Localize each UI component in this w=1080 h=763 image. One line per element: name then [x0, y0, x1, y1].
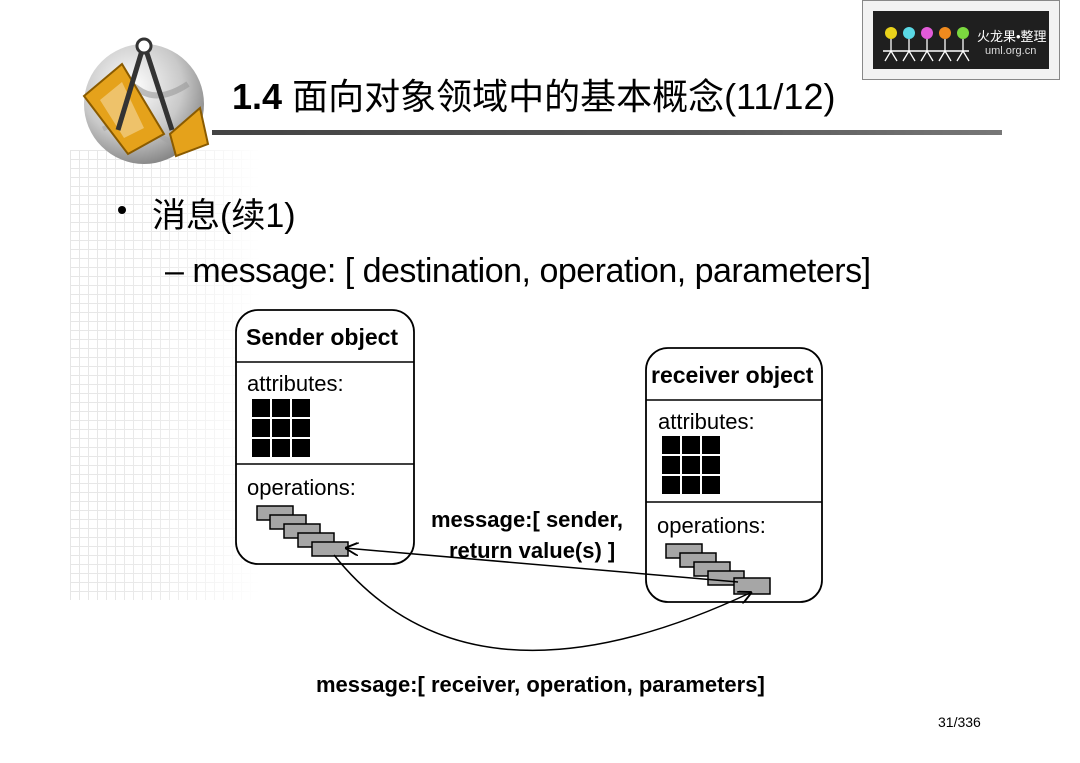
logo-box: 火龙果•整理 uml.org.cn: [862, 0, 1060, 80]
background-grid-fade: [70, 150, 260, 600]
receiver-attributes-label: attributes:: [658, 409, 755, 434]
people-logo-icon: [883, 27, 970, 62]
logo-panel: 火龙果•整理 uml.org.cn: [873, 11, 1049, 69]
bullet-dot: [118, 206, 126, 214]
logo-url-text: uml.org.cn: [985, 45, 1037, 57]
receiver-operations-stack: [665, 543, 771, 595]
sender-attributes-label: attributes:: [247, 371, 344, 396]
page-number: 31/336: [938, 714, 981, 730]
receiver-operations-label: operations:: [657, 513, 766, 538]
sender-attributes-grid: [252, 399, 310, 457]
sender-operations-stack: [256, 505, 349, 557]
sender-operations-label: operations:: [247, 475, 356, 500]
sender-object: Sender object attributes: operations:: [235, 309, 415, 565]
slide-title: 1.4 面向对象领域中的基本概念(11/12): [232, 68, 835, 120]
title-rule: [212, 130, 1002, 135]
receiver-attributes-grid: [662, 436, 720, 494]
sender-title: Sender object: [246, 324, 398, 350]
title-text: 面向对象领域中的基本概念(11/12): [292, 76, 836, 117]
bullet-text: 消息(续1): [152, 197, 296, 235]
logo-cn-text: 火龙果•整理: [977, 29, 1047, 44]
sub-bullet-text: – message: [ destination, operation, par…: [165, 252, 871, 290]
return-message-arrow: [345, 548, 739, 583]
title-number: 1.4: [232, 76, 283, 117]
receiver-object: receiver object attributes: operations:: [645, 347, 823, 603]
send-message-label: message:[ receiver, operation, parameter…: [316, 672, 765, 697]
return-message-label-line1: message:[ sender,: [431, 507, 623, 532]
receiver-title: receiver object: [651, 362, 814, 388]
send-message-arrow: [333, 554, 752, 652]
return-message-label-line2: return value(s) ]: [449, 538, 615, 563]
compass-globe-icon: [82, 37, 210, 164]
